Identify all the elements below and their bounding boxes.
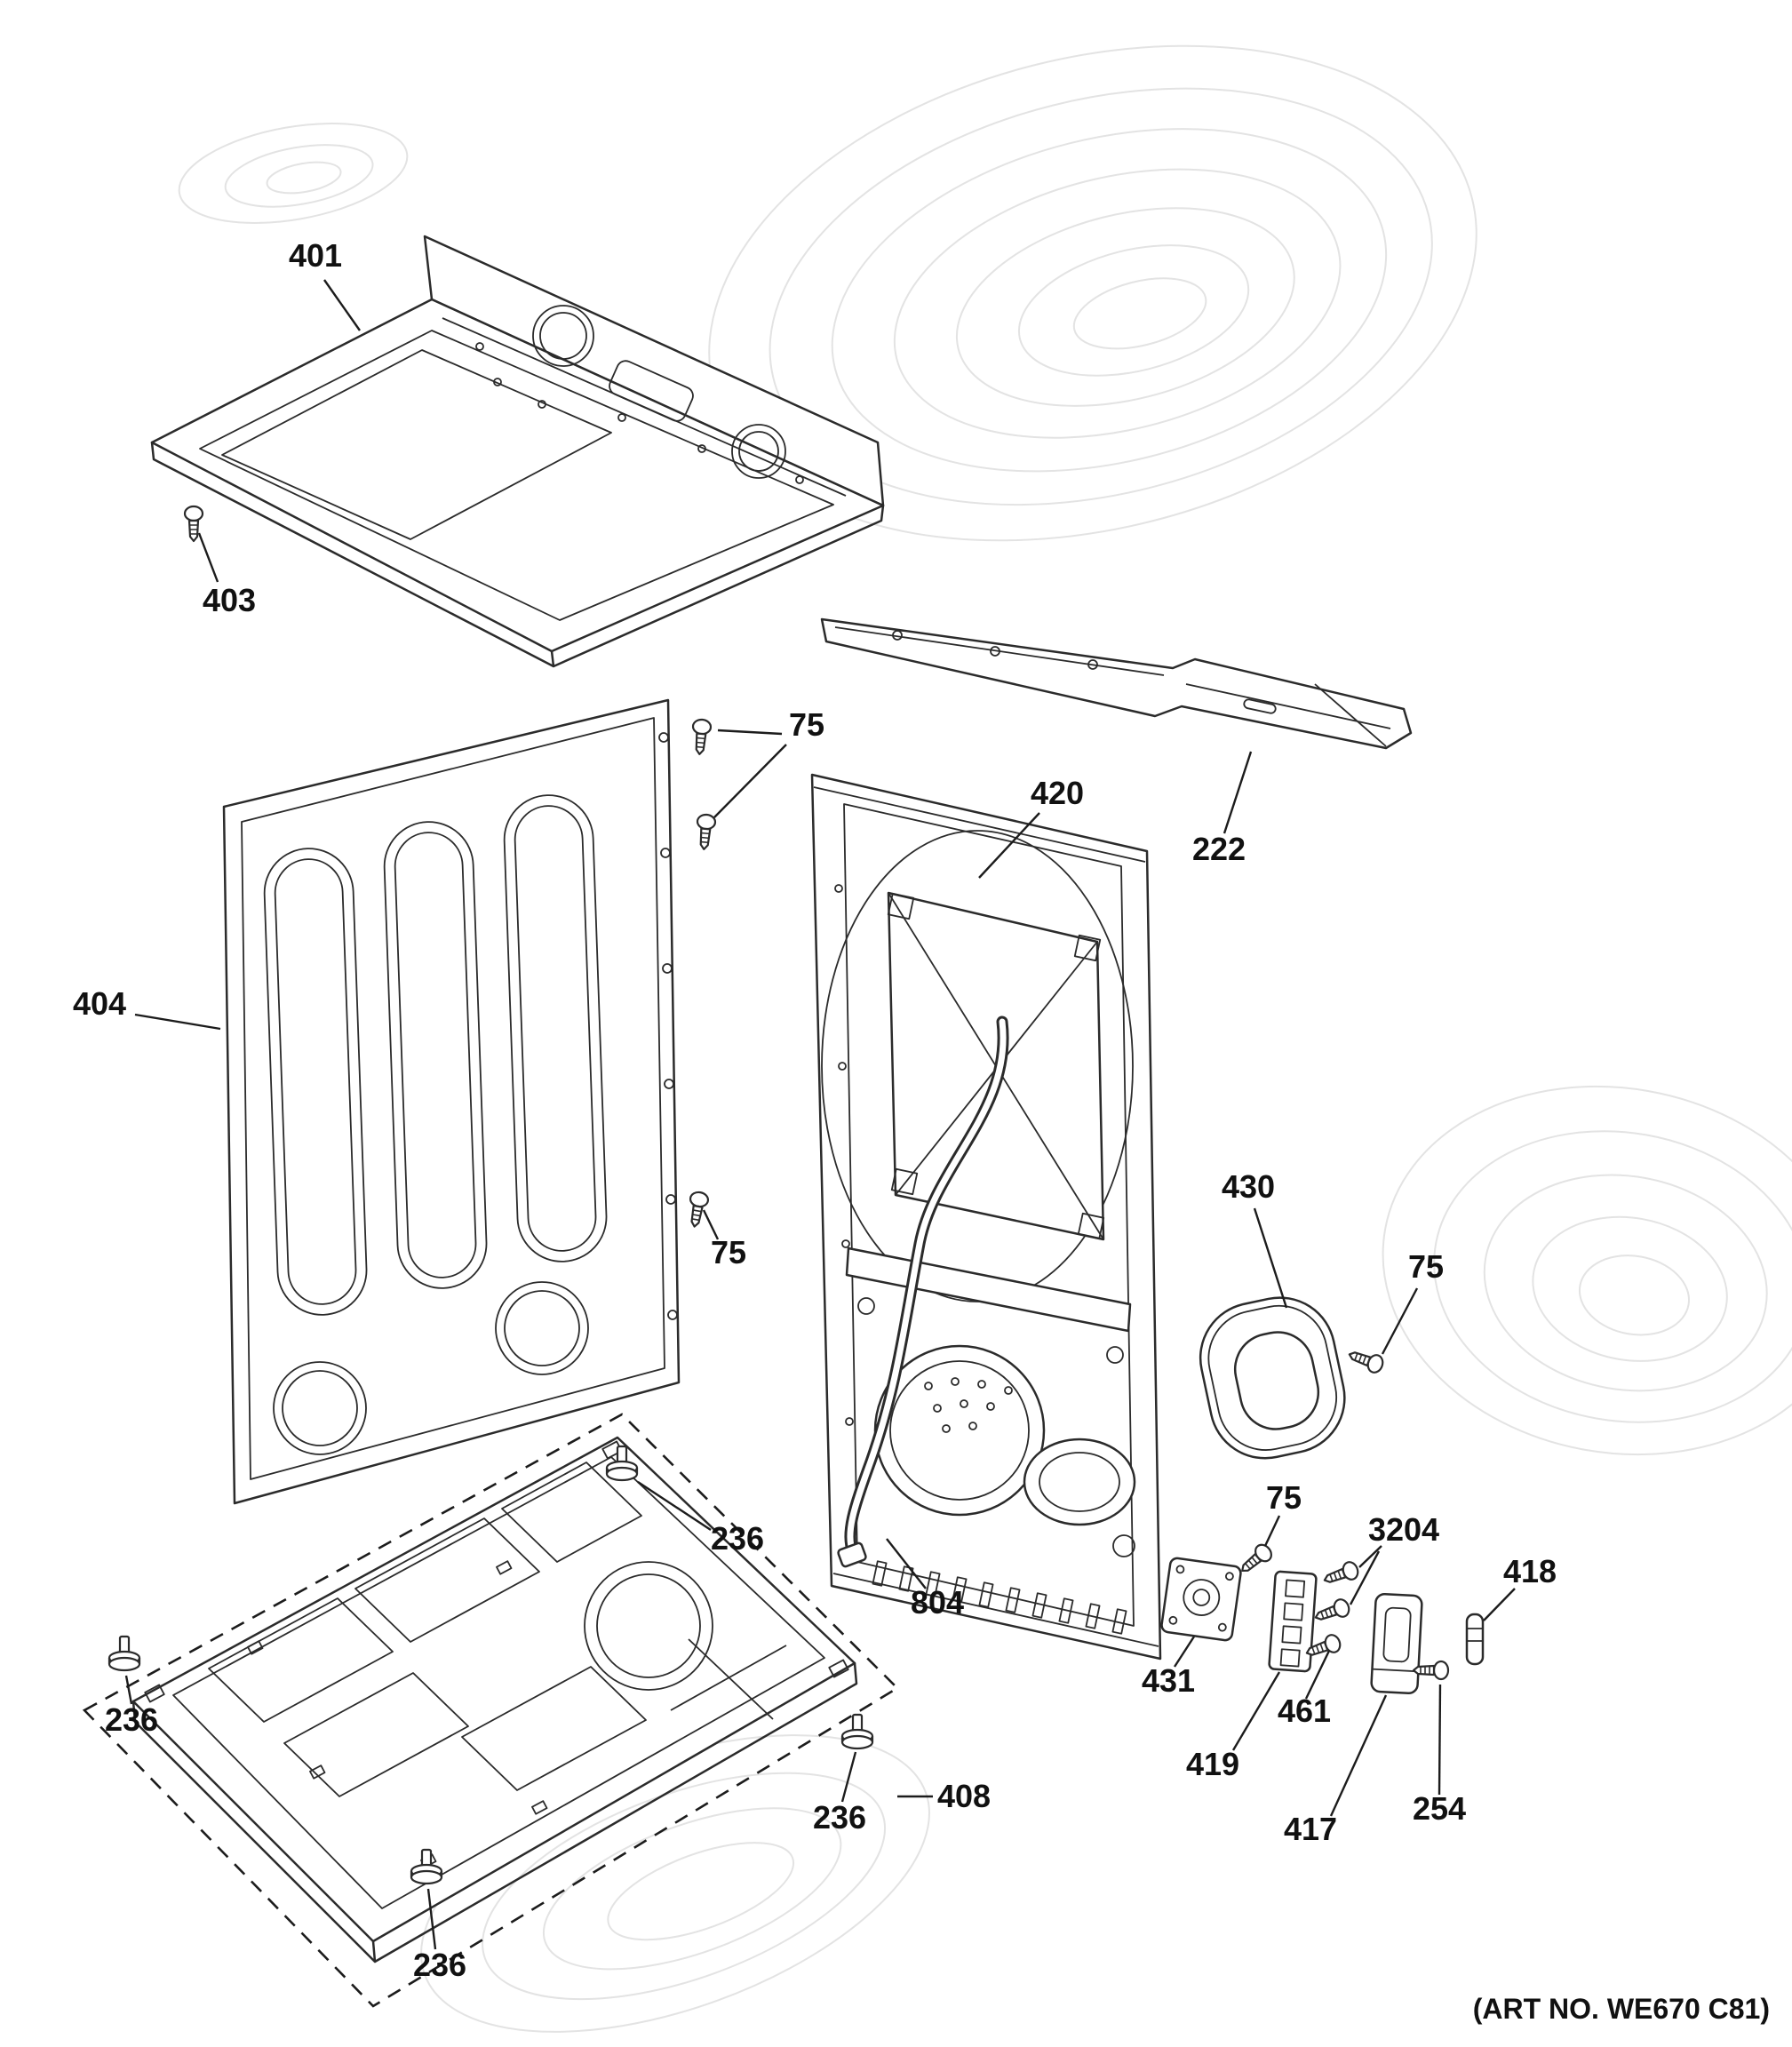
callout-236-left: 236 <box>105 1701 158 1738</box>
callout-420: 420 <box>1031 775 1084 811</box>
callout-804: 804 <box>911 1584 964 1621</box>
callout-401: 401 <box>289 237 342 274</box>
callout-254: 254 <box>1413 1790 1466 1827</box>
callout-236-right: 236 <box>813 1799 866 1836</box>
callout-75-plate: 75 <box>1266 1479 1302 1516</box>
callout-222: 222 <box>1192 831 1246 867</box>
cover-417-drawing <box>1370 1592 1423 1695</box>
leader-lines <box>124 279 1516 1950</box>
screws-75-side-top-drawing <box>684 718 717 1230</box>
callout-403: 403 <box>203 582 256 618</box>
callout-430: 430 <box>1222 1168 1275 1205</box>
callout-236-bottom: 236 <box>413 1947 466 1983</box>
pin-418-drawing <box>1465 1613 1485 1666</box>
duct-ring-430-drawing <box>1199 1296 1346 1460</box>
callout-75-top: 75 <box>789 706 824 743</box>
plate-431-drawing <box>1160 1557 1242 1642</box>
callout-404: 404 <box>73 985 126 1022</box>
callout-3204: 3204 <box>1368 1511 1439 1548</box>
front-panel-420-drawing <box>810 773 1162 1661</box>
side-wrapper-404-drawing <box>222 698 681 1505</box>
callout-431: 431 <box>1142 1662 1195 1699</box>
screw-75-plate-drawing <box>1235 1541 1276 1579</box>
art-number: (ART NO. WE670 C81) <box>1473 1993 1770 2025</box>
top-cover-401-drawing <box>150 235 885 668</box>
crossbar-brace-222-drawing <box>820 617 1413 750</box>
callout-75-duct: 75 <box>1408 1248 1444 1285</box>
base-assembly-408-drawing <box>82 1413 900 2008</box>
background-contour-pattern <box>178 44 1792 2033</box>
callout-75-mid: 75 <box>711 1234 746 1270</box>
callout-418: 418 <box>1503 1553 1557 1589</box>
callout-408: 408 <box>937 1778 991 1814</box>
callout-236-top: 236 <box>711 1520 764 1557</box>
screw-75-duct-drawing <box>1345 1344 1387 1376</box>
callout-419: 419 <box>1186 1746 1239 1782</box>
wire-harness-804-drawing <box>837 1016 1009 1568</box>
callout-labels: 401 403 75 420 222 404 75 430 75 236 804… <box>73 237 1557 1983</box>
callout-417: 417 <box>1284 1811 1337 1847</box>
callout-461: 461 <box>1278 1693 1331 1729</box>
terminal-block-419-drawing <box>1268 1570 1318 1673</box>
